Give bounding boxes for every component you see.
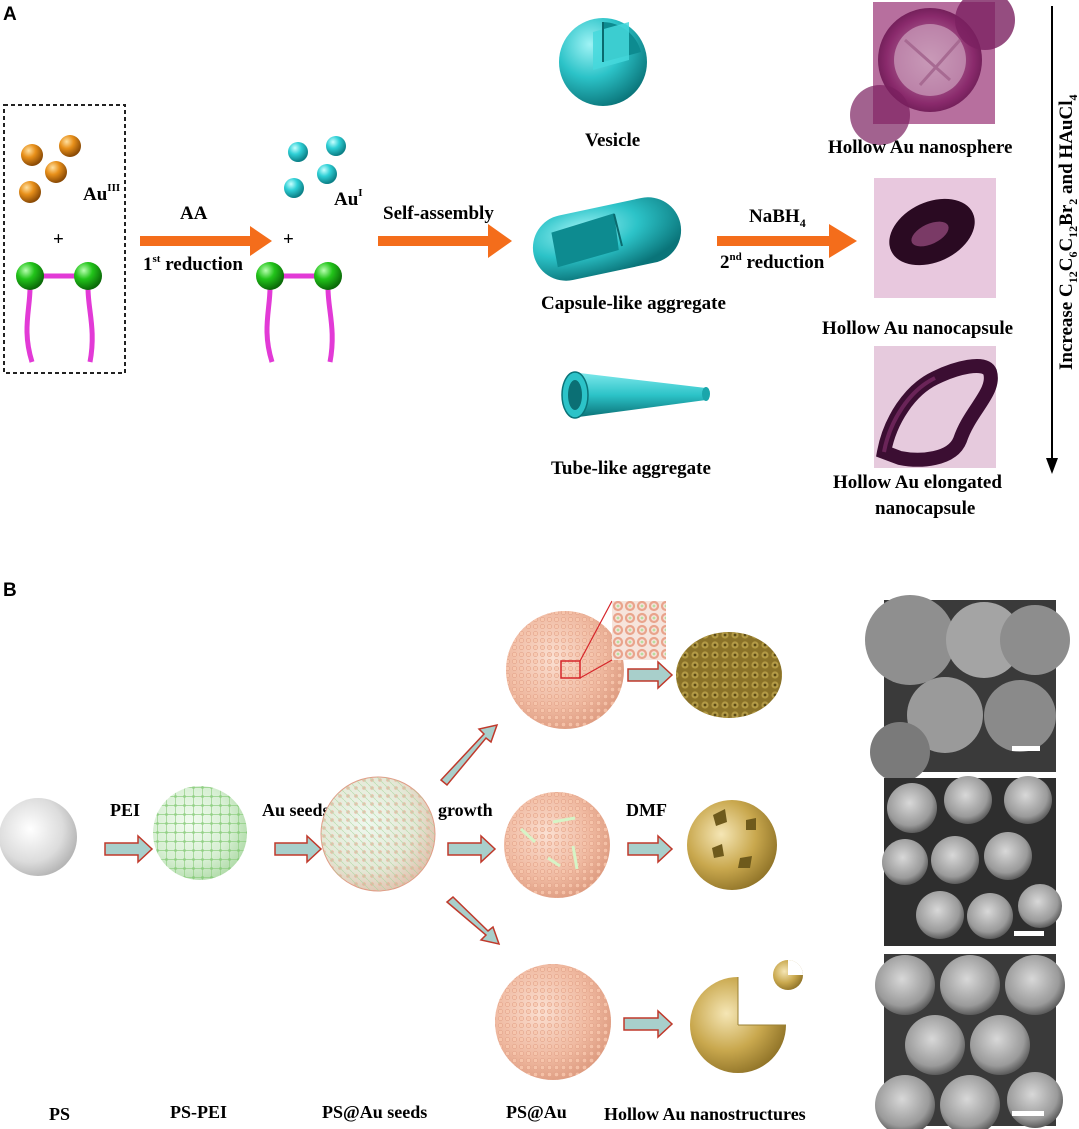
hollow-elongated-label-2: nanocapsule xyxy=(875,498,975,519)
zoom-inset xyxy=(612,601,666,660)
ps-au-porous-sphere xyxy=(506,600,624,729)
gemini-surfactant xyxy=(256,262,342,363)
arrow-pei xyxy=(104,834,154,864)
growth-label: growth xyxy=(438,800,493,820)
ps-au-slit-sphere xyxy=(504,792,610,898)
hollow-nanocapsule-label: Hollow Au nanocapsule xyxy=(822,318,1013,339)
arrow-self-assembly: Self-assembly xyxy=(378,203,512,258)
first-reduction-label: 1st reduction xyxy=(143,253,243,275)
au1-group: AuI + xyxy=(256,136,363,363)
arrow-dmf xyxy=(627,834,674,864)
increase-arrow xyxy=(1046,6,1058,474)
au3-sphere xyxy=(21,144,43,166)
au3-label: AuIII xyxy=(83,182,120,205)
tem-hollow-nanocapsule xyxy=(874,178,996,298)
ps-au-sphere xyxy=(495,964,611,1080)
pei-label: PEI xyxy=(110,800,140,820)
tube-icon xyxy=(561,371,710,419)
arrow-growth-mid xyxy=(447,834,497,864)
tube-label: Tube-like aggregate xyxy=(551,458,711,479)
hollow-nanostructures-label: Hollow Au nanostructures xyxy=(604,1104,806,1124)
reactant-box: AuIII + xyxy=(3,104,126,374)
hollow-nanosphere-label: Hollow Au nanosphere xyxy=(828,137,1012,158)
plus-sign: + xyxy=(283,229,294,250)
gemini-surfactant xyxy=(16,262,102,363)
gold-sphere-with-holes xyxy=(687,800,777,890)
arrow-growth-down xyxy=(445,895,501,946)
au1-sphere xyxy=(288,142,308,162)
second-reduction-label: 2nd reduction xyxy=(720,251,825,273)
ps-label: PS xyxy=(49,1104,70,1124)
ps-pei-sphere xyxy=(153,786,247,880)
arrow-to-porous-cap xyxy=(627,660,674,690)
panel-a-letter: A xyxy=(3,4,17,25)
sem-hollow xyxy=(875,954,1065,1129)
ps-au-label: PS@Au xyxy=(506,1102,567,1122)
hollow-gold-sphere-icon xyxy=(690,960,803,1073)
dmf-label: DMF xyxy=(626,800,667,820)
au3-sphere xyxy=(59,135,81,157)
ps-pei-label: PS-PEI xyxy=(170,1102,227,1122)
au3-sphere xyxy=(45,161,67,183)
capsule-icon xyxy=(532,197,682,281)
vesicle-label: Vesicle xyxy=(585,130,640,151)
sem-holes xyxy=(882,776,1062,946)
au1-sphere xyxy=(317,164,337,184)
arrow-to-hollow xyxy=(623,1009,674,1039)
au-seeds-label: Au seeds xyxy=(262,800,330,820)
sem-porous xyxy=(865,595,1070,782)
tem-hollow-nanosphere xyxy=(850,0,1015,145)
arrow-1st-reduction: AA 1st reduction xyxy=(140,203,272,275)
arrow-growth-up xyxy=(439,723,499,787)
hollow-elongated-label-1: Hollow Au elongated xyxy=(833,472,1002,493)
vesicle-icon xyxy=(559,18,647,106)
panel-b-letter: B xyxy=(3,580,17,601)
porous-cap-icon xyxy=(676,632,782,718)
capsule-label: Capsule-like aggregate xyxy=(541,293,726,314)
ps-sphere xyxy=(0,798,77,876)
au1-label: AuI xyxy=(334,187,363,210)
aa-label: AA xyxy=(180,203,208,224)
au1-sphere xyxy=(284,178,304,198)
au3-sphere xyxy=(19,181,41,203)
nabh4-label: NaBH4 xyxy=(749,206,806,230)
ps-au-seeds-label: PS@Au seeds xyxy=(322,1102,427,1122)
increase-label: Increase C12C6C12Br2 and HAuCl4 xyxy=(1056,95,1079,371)
arrow-au-seeds xyxy=(274,834,323,864)
plus-sign: + xyxy=(53,229,64,250)
au1-sphere xyxy=(326,136,346,156)
self-assembly-label: Self-assembly xyxy=(383,203,494,224)
arrow-2nd-reduction: NaBH4 2nd reduction xyxy=(717,206,857,273)
ps-au-seeds-sphere xyxy=(320,776,436,892)
tem-hollow-elongated xyxy=(874,346,998,468)
